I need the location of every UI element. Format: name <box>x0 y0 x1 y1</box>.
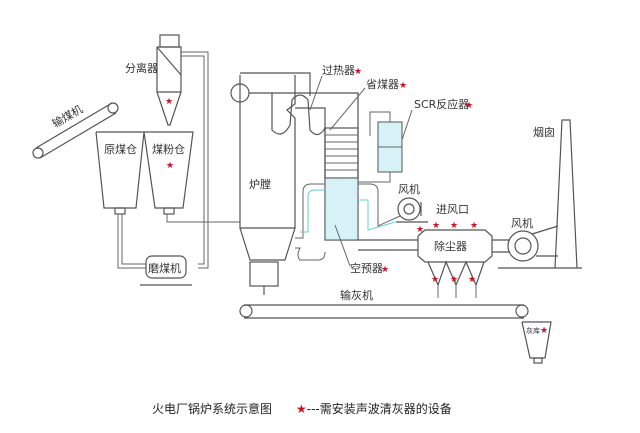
coal-conveyor-label: 输煤机 <box>50 102 86 131</box>
separator <box>156 34 209 269</box>
air-preheater-star-icon: ★ <box>381 265 389 275</box>
economizer-star-icon: ★ <box>399 81 407 91</box>
dust-collector-label: 除尘器 <box>434 239 467 253</box>
scr-reactor-label: SCR反应器 <box>414 97 469 111</box>
air-preheater <box>295 177 401 261</box>
scr-star-icon: ★ <box>465 101 473 111</box>
separator-star-icon: ★ <box>165 97 173 107</box>
coal-mill-label: 磨煤机 <box>148 261 181 275</box>
legend: ★---需安装声波清灰器的设备 <box>296 400 452 417</box>
outlet-fan <box>498 225 582 269</box>
furnace-label: 炉膛 <box>249 177 271 191</box>
inlet-fan-label: 风机 <box>398 182 420 196</box>
ash-conveyor-label: 输灰机 <box>340 288 373 302</box>
coal-mill <box>140 255 192 286</box>
economizer-leader <box>329 87 366 131</box>
chimney-label: 烟囱 <box>533 125 555 139</box>
air-preheater-leader <box>334 224 351 267</box>
raw-coal-bin-label: 原煤仓 <box>104 142 137 156</box>
inlet-fan <box>396 197 428 223</box>
coal-bin-star-icon: ★ <box>166 161 174 171</box>
superheater-label: 过热器 <box>322 64 355 77</box>
dust-star-icon-4: ★ <box>470 221 478 231</box>
legend-star-icon: ★ <box>296 402 307 416</box>
economizer <box>324 127 359 179</box>
ash-conveyor <box>239 304 529 319</box>
superheater-leader <box>309 75 323 111</box>
economizer-label: 省煤器 <box>366 78 399 91</box>
pulverized-coal-bin <box>143 131 194 215</box>
hopper-star-icon-1: ★ <box>431 275 439 285</box>
coal-conveyor <box>32 102 119 159</box>
separator-label: 分离器 <box>125 61 158 75</box>
ash-bin-star-icon: ★ <box>540 326 548 336</box>
hopper-star-icon-2: ★ <box>450 275 458 285</box>
raw-coal-bin <box>95 131 145 215</box>
air-preheater-label: 空预器 <box>350 261 383 275</box>
dust-star-icon-1: ★ <box>416 225 424 235</box>
air-inlet-label: 进风口 <box>436 203 469 216</box>
dust-collector <box>417 229 493 298</box>
ash-bin-label: 灰库 <box>526 326 540 335</box>
scr-reactor <box>358 111 403 183</box>
legend-text: ---需安装声波清灰器的设备 <box>306 402 452 416</box>
outlet-fan-label: 风机 <box>511 216 533 230</box>
superheater-star-icon: ★ <box>354 67 362 77</box>
pulverized-coal-bin-label: 煤粉仓 <box>152 142 185 156</box>
scr-leader <box>401 109 413 141</box>
hopper-star-icon-3: ★ <box>468 275 476 285</box>
dust-star-icon-3: ★ <box>450 221 458 231</box>
dust-star-icon-2: ★ <box>432 221 440 231</box>
ash-bin <box>521 321 552 364</box>
chimney <box>554 119 578 269</box>
diagram-title: 火电厂锅炉系统示意图 <box>152 402 273 416</box>
